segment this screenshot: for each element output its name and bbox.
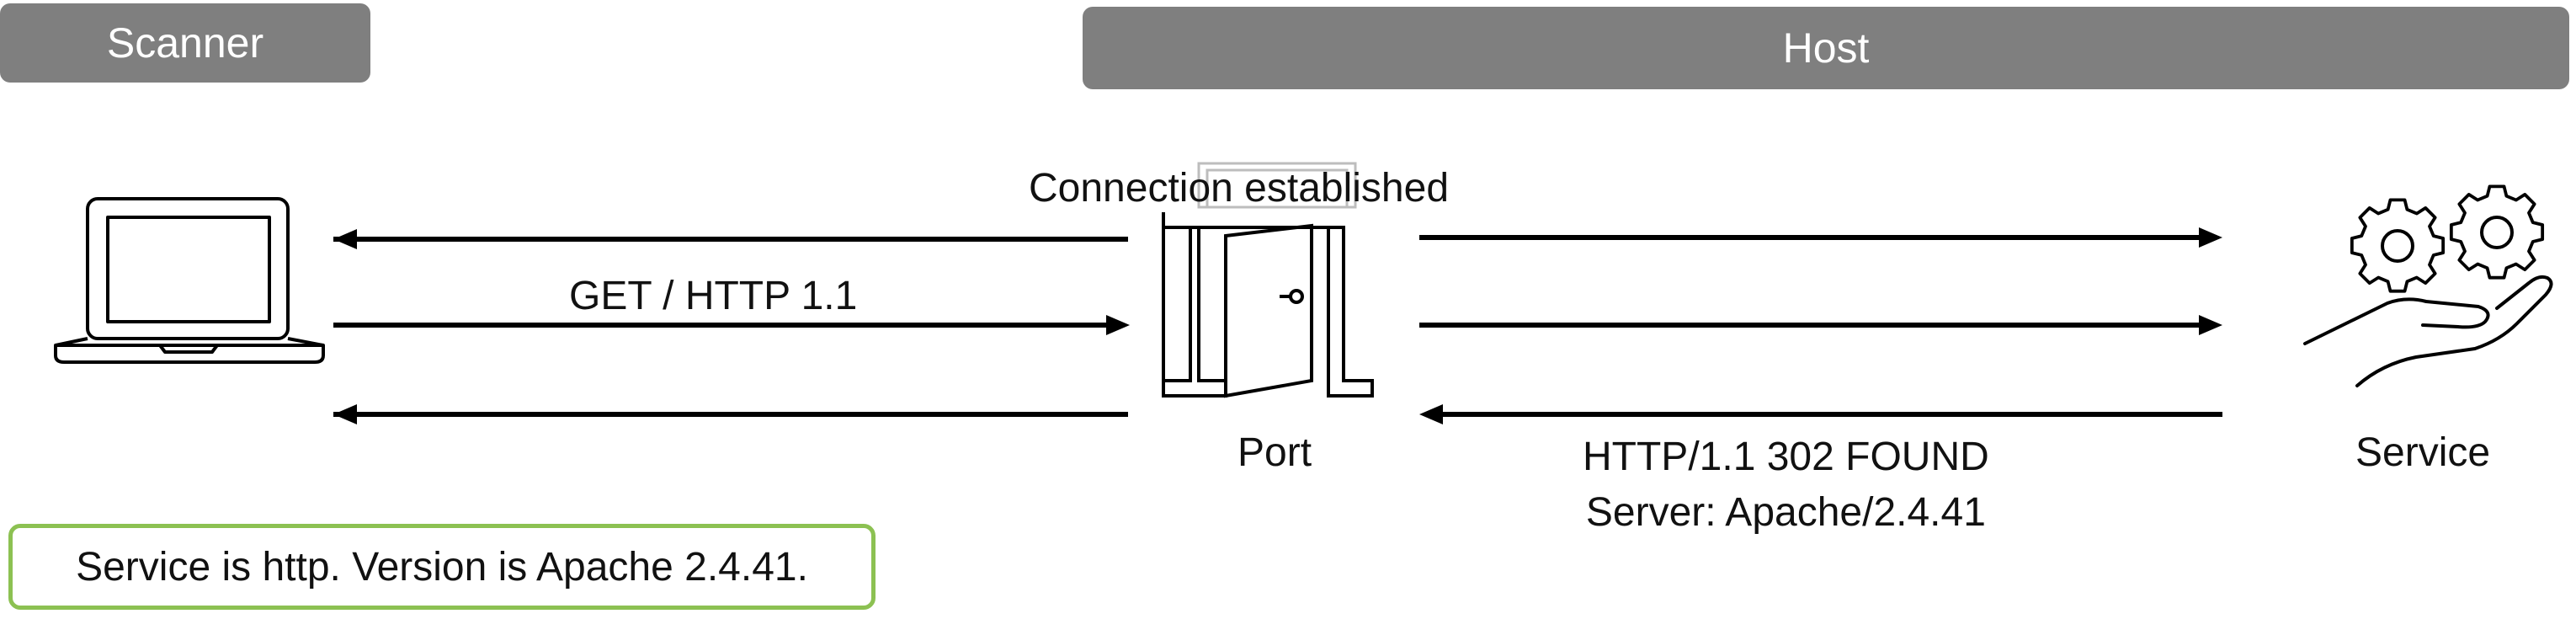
scanner-header-label: Scanner [106,19,264,67]
connection-frame [1197,162,1357,209]
host-header-label: Host [1782,24,1870,72]
laptop-icon [54,197,325,364]
result-text: Service is http. Version is Apache 2.4.4… [76,544,808,590]
scanner-port-arrows [333,229,1130,424]
gears-in-hand-icon [2303,184,2553,387]
service-label: Service [2355,430,2491,475]
scanner-lane-header: Scanner [0,3,370,83]
host-lane-header: Host [1083,7,2569,89]
get-request-label: GET / HTTP 1.1 [569,274,858,318]
response-status-line: HTTP/1.1 302 FOUND [1583,435,1989,479]
port-label: Port [1237,430,1312,475]
connection-established-label: Connection established [1029,166,1450,211]
response-server-header: Server: Apache/2.4.41 [1585,490,1986,535]
result-box: Service is http. Version is Apache 2.4.4… [8,524,876,610]
port-service-arrows [1419,227,2222,424]
response-label: HTTP/1.1 302 FOUND Server: Apache/2.4.41 [1583,430,1989,541]
door-icon [1162,212,1374,398]
